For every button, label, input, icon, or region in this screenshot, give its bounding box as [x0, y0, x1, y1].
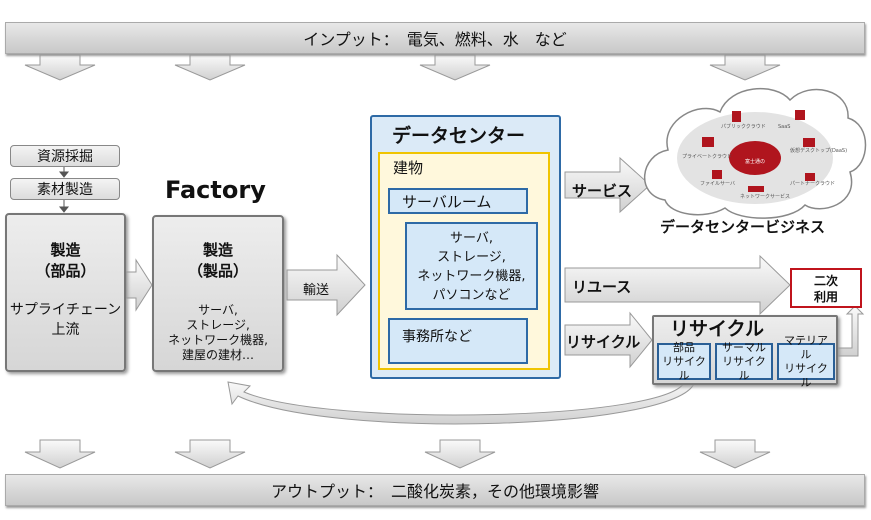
- return-curve-arrow: [227, 379, 696, 425]
- output-bar: アウトプット： 二酸化炭素，その他環境影響: [5, 474, 865, 506]
- input-arrow-2: [174, 54, 246, 81]
- secondary-arrow: [835, 305, 865, 357]
- recycle-label: リサイクル: [566, 333, 641, 351]
- server-room-box: サーバルーム: [388, 188, 528, 214]
- recycle-arrow: [564, 311, 653, 369]
- building-label: 建物: [393, 159, 424, 177]
- thermal-recycle-box: サーマルリサイクル: [715, 341, 773, 382]
- product-subtitle: （製品）: [187, 262, 248, 280]
- parts-manufacturing-box: 製造 （部品） サプライチェーン 上流: [5, 213, 126, 372]
- product-item: ネットワーク機器,: [168, 333, 268, 347]
- output-arrow-2: [174, 439, 246, 469]
- equipment-item: ネットワーク機器,: [417, 269, 526, 284]
- equipment-item: ストレージ,: [437, 250, 506, 265]
- svg-text:パブリッククラウド: パブリッククラウド: [721, 123, 766, 130]
- upstream-arrow: [125, 258, 153, 312]
- parts-desc-2: 上流: [51, 322, 80, 338]
- input-arrow-3: [419, 54, 491, 81]
- secondary-use-line: 利用: [813, 290, 838, 304]
- parts-title: 製造: [50, 241, 81, 259]
- transport-arrow: [286, 253, 366, 317]
- svg-text:仮想デスクトップ(DaaS): 仮想デスクトップ(DaaS): [790, 147, 847, 154]
- svg-text:富士通の: 富士通の: [745, 158, 765, 165]
- service-arrow: [564, 156, 651, 214]
- service-label: サービス: [572, 182, 633, 200]
- input-bar: インプット： 電気、燃料、水 など: [5, 22, 865, 54]
- equipment-item: パソコンなど: [432, 288, 511, 303]
- svg-text:パートナークラウド: パートナークラウド: [790, 180, 835, 187]
- product-title: 製造: [202, 241, 233, 259]
- parts-subtitle: （部品）: [35, 262, 96, 280]
- output-arrow-1: [24, 439, 96, 469]
- svg-text:ファイルサーバ: ファイルサーバ: [700, 181, 735, 187]
- svg-text:SaaS: SaaS: [778, 124, 790, 130]
- cloud-icon: 富士通の パブリッククラウド SaaS 仮想デスクトップ(DaaS) パートナー…: [644, 87, 867, 219]
- secondary-use-line: 二次: [813, 274, 838, 288]
- reuse-arrow: [564, 254, 791, 316]
- input-arrow-1: [24, 54, 96, 81]
- parts-desc-1: サプライチェーン: [9, 302, 122, 318]
- factory-heading: Factory: [165, 176, 266, 204]
- equipment-item: サーバ,: [449, 231, 493, 246]
- output-arrow-3: [424, 439, 496, 469]
- office-box: 事務所など: [388, 318, 528, 364]
- datacenter-title: データセンター: [392, 125, 526, 147]
- resource-extraction-box: 資源採掘: [10, 145, 120, 167]
- transport-label: 輸送: [303, 283, 330, 298]
- material-manufacturing-box: 素材製造: [10, 178, 120, 200]
- svg-text:ネットワークサービス: ネットワークサービス: [740, 193, 790, 200]
- recycle-title: リサイクル: [670, 318, 765, 340]
- secondary-use-box: 二次 利用: [790, 268, 862, 308]
- parts-recycle-box: 部品リサイクル: [657, 341, 711, 382]
- product-manufacturing-box: 製造 （製品） サーバ, ストレージ, ネットワーク機器, 建屋の建材…: [152, 215, 284, 372]
- product-item: ストレージ,: [186, 318, 250, 332]
- reuse-label: リユース: [572, 278, 632, 296]
- output-arrow-4: [699, 439, 771, 469]
- material-recycle-box: マテリアルリサイクル: [777, 334, 835, 389]
- product-item: 建屋の建材…: [181, 348, 254, 362]
- product-item: サーバ,: [198, 303, 238, 317]
- svg-text:プライベートクラウド: プライベートクラウド: [682, 153, 732, 160]
- input-arrow-4: [709, 54, 781, 81]
- datacenter-business-label: データセンタービジネス: [660, 218, 826, 236]
- equipment-box: サーバ, ストレージ, ネットワーク機器, パソコンなど: [405, 222, 538, 310]
